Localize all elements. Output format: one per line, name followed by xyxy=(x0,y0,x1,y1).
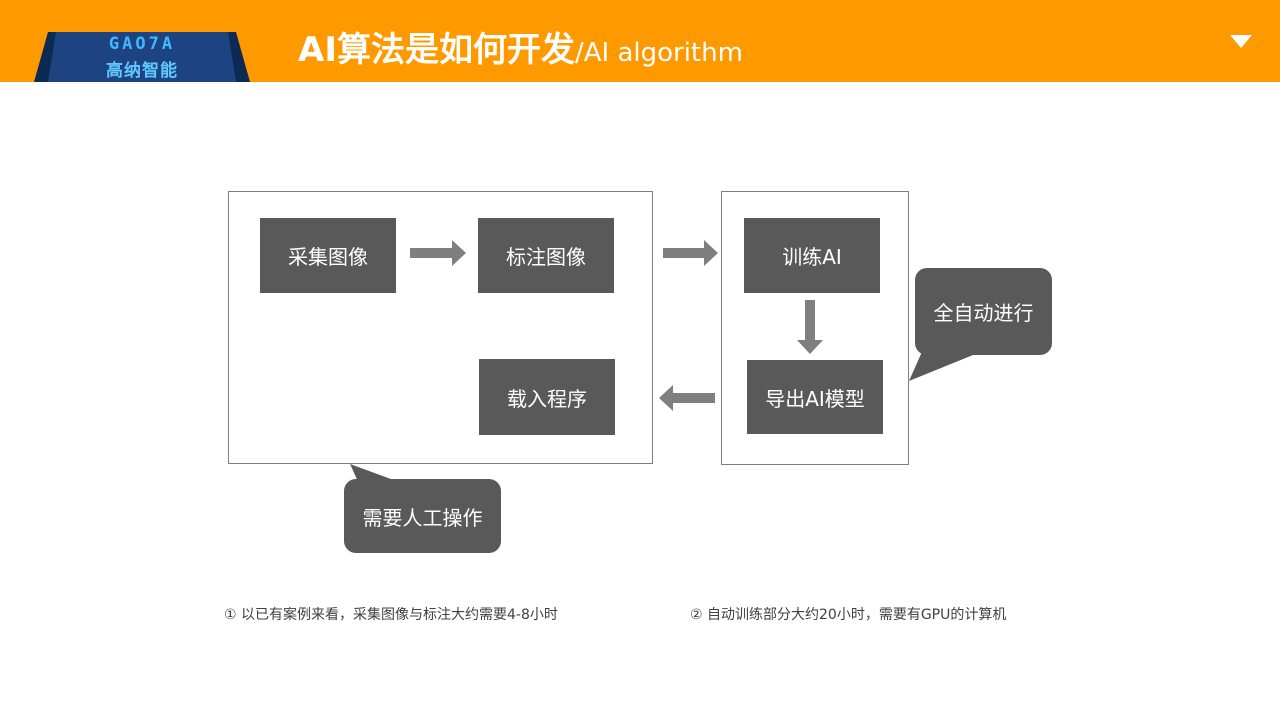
arrow-right-icon xyxy=(410,240,466,266)
step-annotate-images: 标注图像 xyxy=(478,218,614,293)
page-title-main: AI算法是如何开发 xyxy=(298,30,575,70)
logo-chinese-name: 高纳智能 xyxy=(106,61,178,81)
step-load-program: 载入程序 xyxy=(479,359,615,435)
step-train-ai: 训练AI xyxy=(744,218,880,293)
arrow-down-icon xyxy=(797,300,823,354)
logo-badge-shape xyxy=(34,32,250,82)
page-title-sub: /AI algorithm xyxy=(574,38,743,68)
step-export-model: 导出AI模型 xyxy=(747,360,883,434)
logo-wordmark: GAO7A xyxy=(108,34,176,54)
brand-logo: GAO7A 高纳智能 xyxy=(34,32,250,82)
page-title: AI算法是如何开发/AI algorithm xyxy=(298,22,743,70)
header-bar: GAO7A 高纳智能 AI算法是如何开发/AI algorithm xyxy=(0,0,1280,82)
footnote-2: ② 自动训练部分大约20小时，需要有GPU的计算机 xyxy=(690,607,1007,623)
arrow-left-icon xyxy=(659,385,715,411)
callout-manual: 需要人工操作 xyxy=(344,479,501,553)
footnote-1: ① 以已有案例来看，采集图像与标注大约需要4-8小时 xyxy=(224,607,558,623)
callout-auto: 全自动进行 xyxy=(915,268,1052,355)
step-collect-images: 采集图像 xyxy=(260,218,396,293)
triangle-down-icon[interactable] xyxy=(1226,32,1256,52)
arrow-right-icon xyxy=(663,240,718,266)
